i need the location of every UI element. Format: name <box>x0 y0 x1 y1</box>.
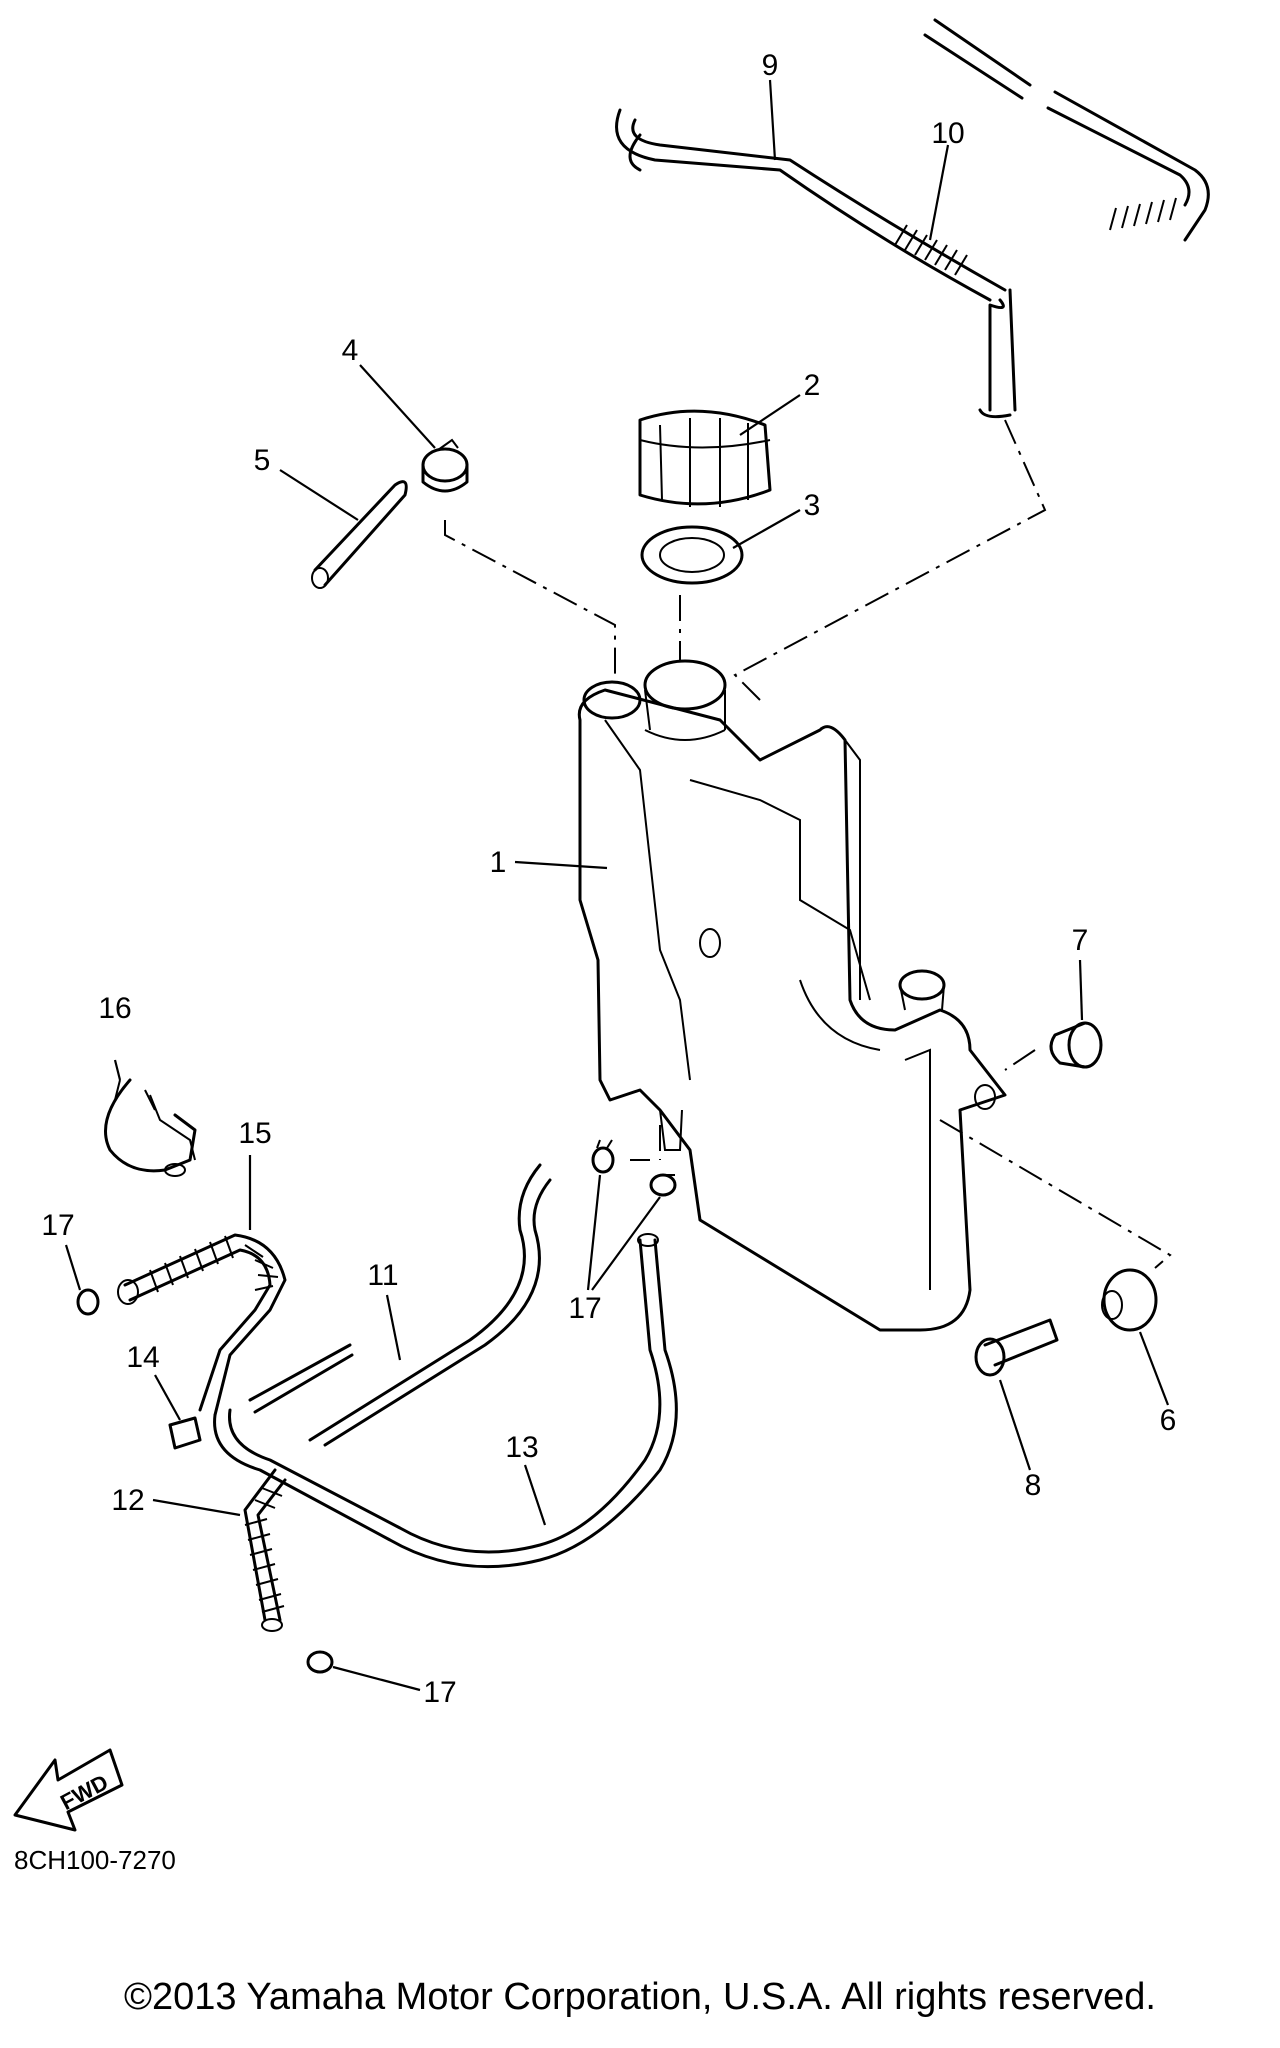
hose-part-11 <box>248 1163 552 1447</box>
callout-9: 9 <box>762 49 779 82</box>
callout-17: 17 <box>41 1209 74 1242</box>
callout-16: 16 <box>98 992 131 1025</box>
gasket-part-3 <box>640 525 744 585</box>
callout-13: 13 <box>505 1431 538 1464</box>
oil-tank-part-1 <box>577 659 1007 1332</box>
bolt-part-8 <box>974 1318 1059 1377</box>
callout-17: 17 <box>568 1292 601 1325</box>
callout-14: 14 <box>126 1341 159 1374</box>
callout-8: 8 <box>1025 1469 1042 1502</box>
fitting-part-4 <box>421 438 469 493</box>
callout-15: 15 <box>238 1117 271 1150</box>
breather-hose-part-9 <box>615 18 1210 419</box>
callout-10: 10 <box>931 117 964 150</box>
callout-12: 12 <box>111 1484 144 1517</box>
alignment-line <box>444 520 616 680</box>
grommet-part-7 <box>1049 1021 1103 1069</box>
leader-lines <box>64 79 1170 1692</box>
callout-6: 6 <box>1160 1404 1177 1437</box>
copyright-text: ©2013 Yamaha Motor Corporation, U.S.A. A… <box>124 1976 1156 2018</box>
diagram-code: 8CH100-7270 <box>14 1845 176 1875</box>
callout-1: 1 <box>490 846 507 879</box>
alignment-line <box>939 1119 1172 1269</box>
callout-5: 5 <box>254 444 271 477</box>
alignment-line <box>733 419 1047 701</box>
callout-2: 2 <box>804 369 821 402</box>
spring-hose-part-12 <box>243 1468 287 1632</box>
callout-17: 17 <box>423 1676 456 1709</box>
callout-4: 4 <box>342 334 359 367</box>
fwd-arrow-icon: FWD <box>13 1748 124 1832</box>
hose-clip-part-17 <box>76 1139 677 1674</box>
hose-spring-part-10 <box>894 197 1177 276</box>
spring-hose-part-15 <box>117 1233 287 1417</box>
callout-3: 3 <box>804 489 821 522</box>
hose-part-5 <box>311 480 408 589</box>
callout-11: 11 <box>367 1259 398 1292</box>
damper-part-6 <box>1101 1268 1158 1332</box>
alignment-line <box>1004 1049 1036 1071</box>
hose-part-13 <box>213 1233 678 1569</box>
callout-7: 7 <box>1072 924 1089 957</box>
clamp-bracket-part-16 <box>104 1078 197 1177</box>
tank-cap-part-2 <box>638 409 772 507</box>
holder-part-14 <box>168 1416 202 1450</box>
